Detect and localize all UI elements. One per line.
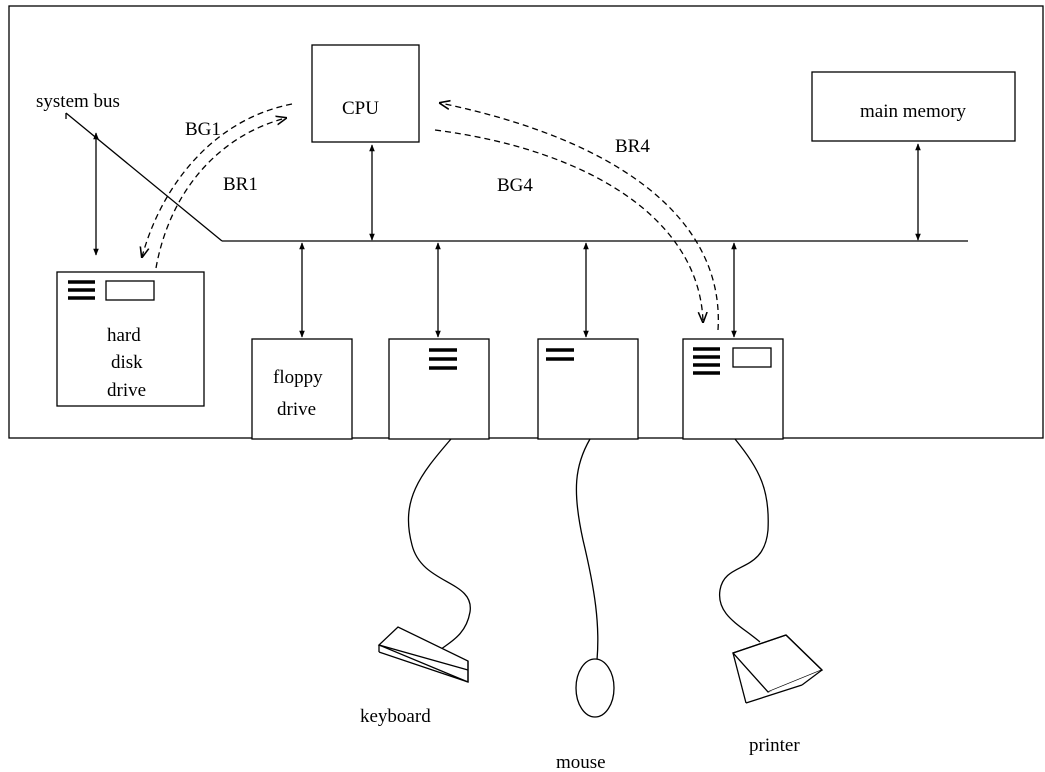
floppy-drive-box xyxy=(252,339,352,439)
keyboard-cable xyxy=(408,439,470,650)
br1-signal-arrow xyxy=(156,118,286,268)
hard-disk-label-3: drive xyxy=(107,380,146,401)
bg4-signal-arrow xyxy=(435,130,703,322)
bg4-label: BG4 xyxy=(497,175,533,196)
mouse-controller xyxy=(538,339,638,439)
br4-label: BR4 xyxy=(615,136,650,157)
cpu-label: CPU xyxy=(342,98,379,119)
floppy-drive: floppy drive xyxy=(252,339,352,439)
keyboard-controller xyxy=(389,339,489,439)
br1-label: BR1 xyxy=(223,174,258,195)
keyboard-label: keyboard xyxy=(360,706,431,727)
main-memory-label: main memory xyxy=(860,101,967,122)
floppy-label-2: drive xyxy=(277,399,316,420)
printer-cable xyxy=(720,439,769,642)
mouse-cable xyxy=(576,439,597,660)
system-bus-label: system bus xyxy=(36,91,120,112)
floppy-label-1: floppy xyxy=(273,367,323,388)
printer-label: printer xyxy=(749,735,800,756)
hard-disk-label-2: disk xyxy=(111,352,143,373)
printer-slot-icon xyxy=(733,348,771,367)
mouse-label: mouse xyxy=(556,752,606,772)
mouse-controller-box xyxy=(538,339,638,439)
hard-disk-drive: hard disk drive xyxy=(57,272,204,406)
bg1-label: BG1 xyxy=(185,119,221,140)
drive-slot-icon xyxy=(106,281,154,300)
keyboard-controller-box xyxy=(389,339,489,439)
printer-controller xyxy=(683,339,783,439)
keyboard-icon xyxy=(379,627,468,682)
mouse-icon xyxy=(576,659,614,717)
br4-signal-arrow xyxy=(440,103,718,330)
cpu-box xyxy=(312,45,419,142)
printer-icon xyxy=(733,635,822,703)
hard-disk-label-1: hard xyxy=(107,325,141,346)
